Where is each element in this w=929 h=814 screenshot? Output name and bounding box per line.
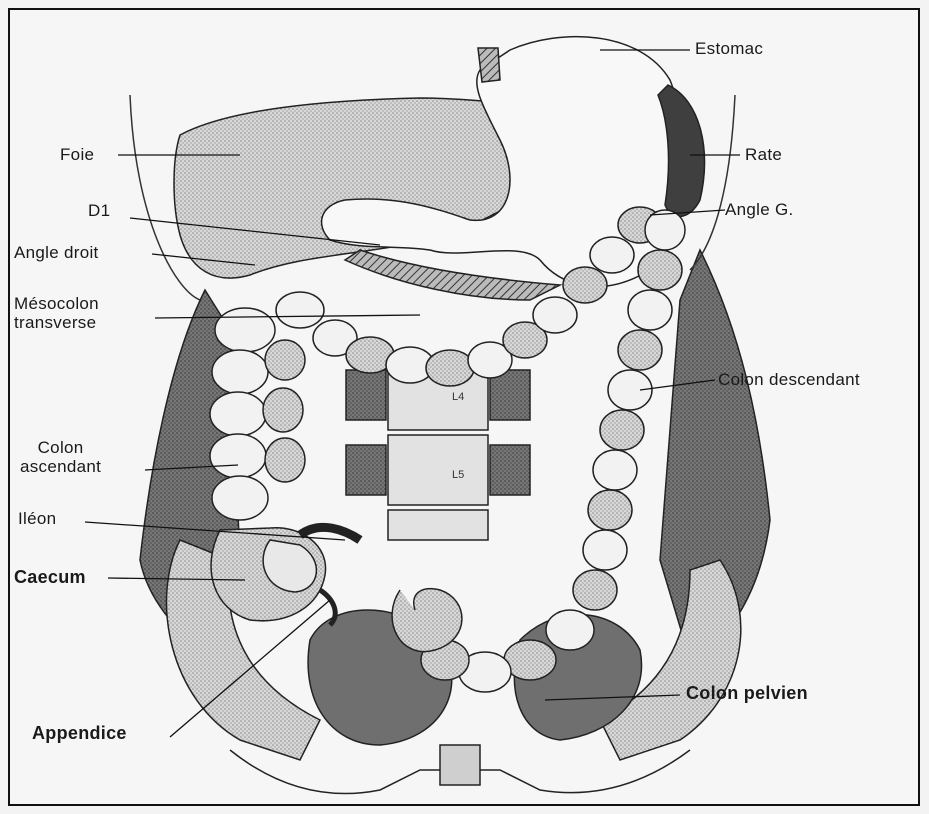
caecum — [211, 528, 326, 621]
esophagus — [478, 48, 500, 82]
label-colon-ascendant-line1: Colon — [20, 438, 101, 457]
ascending-colon — [210, 308, 305, 520]
label-mesocolon-line1: Mésocolon — [14, 294, 99, 313]
label-caecum: Caecum — [14, 569, 86, 586]
label-colon-ascendant-line2: ascendant — [20, 457, 101, 476]
vertebra-l4-label: L4 — [452, 391, 464, 403]
transverse-mesocolon — [345, 250, 560, 300]
label-estomac: Estomac — [695, 40, 763, 57]
spine — [346, 360, 530, 540]
label-angle-droit: Angle droit — [14, 244, 99, 261]
label-ileon: Iléon — [18, 510, 56, 527]
label-rate: Rate — [745, 146, 782, 163]
label-colon-ascendant: Colon ascendant — [20, 438, 101, 476]
label-foie: Foie — [60, 146, 94, 163]
vertebra-l5-label: L5 — [452, 469, 464, 481]
label-d1: D1 — [88, 202, 110, 219]
label-mesocolon-transverse: Mésocolon transverse — [14, 294, 99, 332]
label-mesocolon-line2: transverse — [14, 313, 99, 332]
label-colon-pelvien: Colon pelvien — [686, 685, 808, 702]
label-angle-g: Angle G. — [725, 201, 794, 218]
label-colon-descendant: Colon descendant — [718, 371, 860, 388]
label-appendice: Appendice — [32, 725, 127, 742]
